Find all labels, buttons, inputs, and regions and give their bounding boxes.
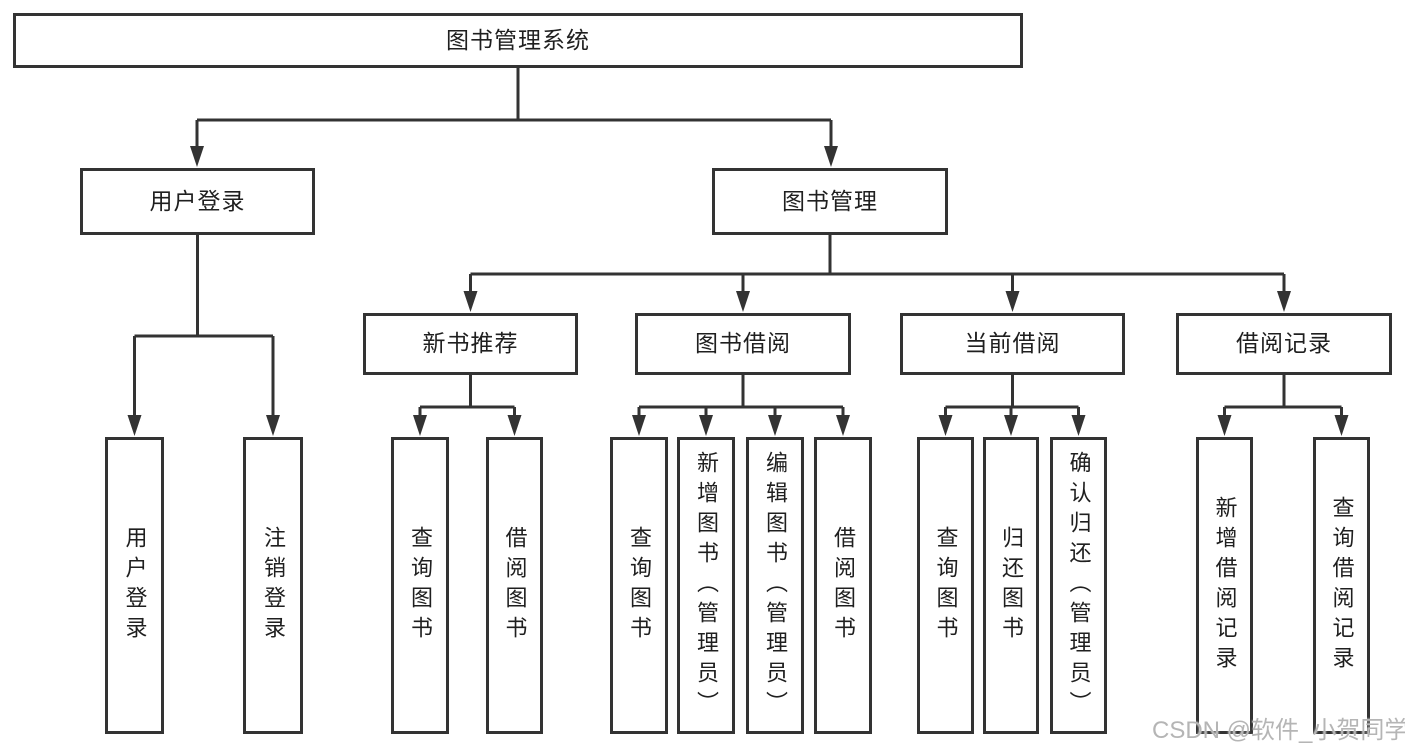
node-new-book-recommend: 新书推荐 [363, 313, 578, 375]
leaf-edit-book-admin: 编辑图书（管理员） [746, 437, 804, 734]
leaf-borrow-books: 借阅图书 [814, 437, 872, 734]
leaf-query-borrow-record: 查询借阅记录 [1313, 437, 1370, 734]
leaf-borrow-books-recommend: 借阅图书 [486, 437, 543, 734]
leaf-return-book: 归还图书 [983, 437, 1039, 734]
node-borrow-records: 借阅记录 [1176, 313, 1392, 375]
node-library-system: 图书管理系统 [13, 13, 1023, 68]
leaf-confirm-return-admin: 确认归还（管理员） [1050, 437, 1107, 734]
watermark: CSDN @软件_小贺同学 [1152, 717, 1405, 744]
leaf-query-books-current: 查询图书 [917, 437, 974, 734]
leaf-query-books-recommend: 查询图书 [391, 437, 449, 734]
node-current-borrow: 当前借阅 [900, 313, 1125, 375]
leaf-logout: 注销登录 [243, 437, 303, 734]
leaf-add-book-admin: 新增图书（管理员） [677, 437, 735, 734]
node-user-login: 用户登录 [80, 168, 315, 235]
leaf-add-borrow-record: 新增借阅记录 [1196, 437, 1253, 734]
leaf-user-login: 用户登录 [105, 437, 164, 734]
leaf-query-books-borrow: 查询图书 [610, 437, 668, 734]
node-book-management: 图书管理 [712, 168, 948, 235]
node-book-borrow: 图书借阅 [635, 313, 851, 375]
